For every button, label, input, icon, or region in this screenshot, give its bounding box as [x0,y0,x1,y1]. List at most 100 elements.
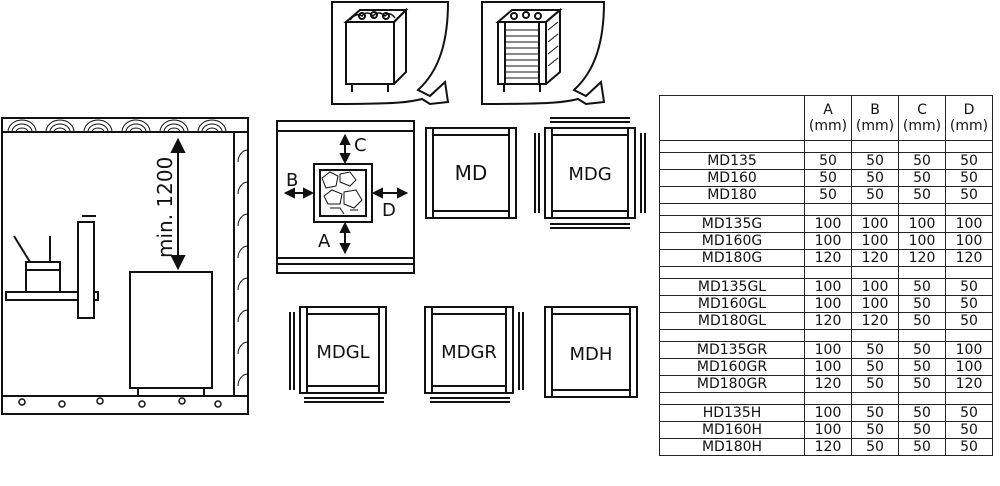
table-spacer-cell [804,266,852,279]
table-cell-value: 50 [851,152,899,170]
table-cell-value: 50 [804,186,852,204]
table-cell-value: 50 [851,375,899,393]
model-label-mdgr: MDGR [441,342,497,363]
table-spacer-row [659,140,993,153]
heater-illustration-md [331,1,450,106]
table-cell-value: 50 [945,421,993,439]
table-cell-value: 50 [945,404,993,422]
table-cell-model: MD135GR [659,341,805,359]
table-cell-value: 50 [898,295,946,313]
table-cell-model: MD160 [659,169,805,187]
table-spacer-row [659,392,993,405]
table-cell-value: 50 [945,152,993,170]
table-cell-model: MD135GL [659,278,805,296]
table-spacer-cell [898,266,946,279]
table-cell-value: 120 [804,375,852,393]
table-spacer-cell [945,203,993,216]
model-mdgl [289,306,387,403]
table-spacer-cell [659,203,805,216]
table-cell-value: 50 [804,169,852,187]
table-cell-value: 100 [945,358,993,376]
table-cell-model: MD135 [659,152,805,170]
table-spacer-cell [851,329,899,342]
table-cell-value: 100 [851,295,899,313]
table-cell-value: 120 [898,249,946,267]
table-cell-value: 100 [945,232,993,250]
table-cell-value: 100 [804,232,852,250]
table-cell-model: MD180 [659,186,805,204]
clearance-label-d: D [382,200,396,221]
table-cell-value: 50 [898,169,946,187]
table-header-b: B(mm) [851,95,899,141]
table-spacer-row [659,203,993,216]
table-cell-value: 50 [851,438,899,456]
sauna-side-view [1,117,249,415]
clearance-label-c: C [354,135,367,156]
table-spacer-cell [945,140,993,153]
table-cell-model: MD180GR [659,375,805,393]
table-cell-model: MD180H [659,438,805,456]
table-spacer-cell [659,266,805,279]
table-cell-model: MD160GL [659,295,805,313]
table-cell-model: MD180GL [659,312,805,330]
table-cell-value: 100 [804,278,852,296]
table-cell-value: 100 [804,295,852,313]
table-cell-value: 120 [851,312,899,330]
table-spacer-cell [898,203,946,216]
table-spacer-cell [898,392,946,405]
table-cell-value: 50 [898,278,946,296]
table-spacer-cell [945,392,993,405]
table-cell-value: 50 [898,341,946,359]
table-cell-value: 50 [945,169,993,187]
table-cell-value: 120 [851,249,899,267]
table-cell-value: 50 [898,404,946,422]
table-spacer-cell [898,140,946,153]
table-spacer-cell [659,392,805,405]
table-header-row: A(mm) B(mm) C(mm) D(mm) [659,95,993,141]
table-cell-value: 50 [945,312,993,330]
clearance-label-b: B [286,170,298,191]
table-cell-value: 100 [804,421,852,439]
table-cell-value: 50 [851,358,899,376]
table-cell-value: 100 [851,215,899,233]
table-cell-value: 50 [898,438,946,456]
clearance-label-a: A [318,231,331,252]
table-cell-value: 50 [898,358,946,376]
table-cell-value: 120 [945,375,993,393]
table-cell-value: 100 [804,358,852,376]
table-cell-model: MD160H [659,421,805,439]
model-md [425,127,517,219]
model-mdh [544,306,638,398]
table-cell-value: 120 [804,438,852,456]
table-header-c: C(mm) [898,95,946,141]
table-spacer-cell [851,266,899,279]
clearance-label: min. 1200 [153,157,177,258]
table-header-d: D(mm) [945,95,993,141]
model-label-mdgl: MDGL [316,342,369,363]
table-cell-value: 100 [898,215,946,233]
table-spacer-cell [945,329,993,342]
top-view-clearance [276,120,415,274]
table-cell-value: 120 [945,249,993,267]
table-cell-value: 50 [898,312,946,330]
table-header-model [659,95,805,141]
table-cell-value: 50 [851,341,899,359]
table-cell-value: 50 [898,152,946,170]
table-cell-value: 50 [898,186,946,204]
table-cell-value: 100 [945,341,993,359]
table-cell-value: 100 [804,404,852,422]
